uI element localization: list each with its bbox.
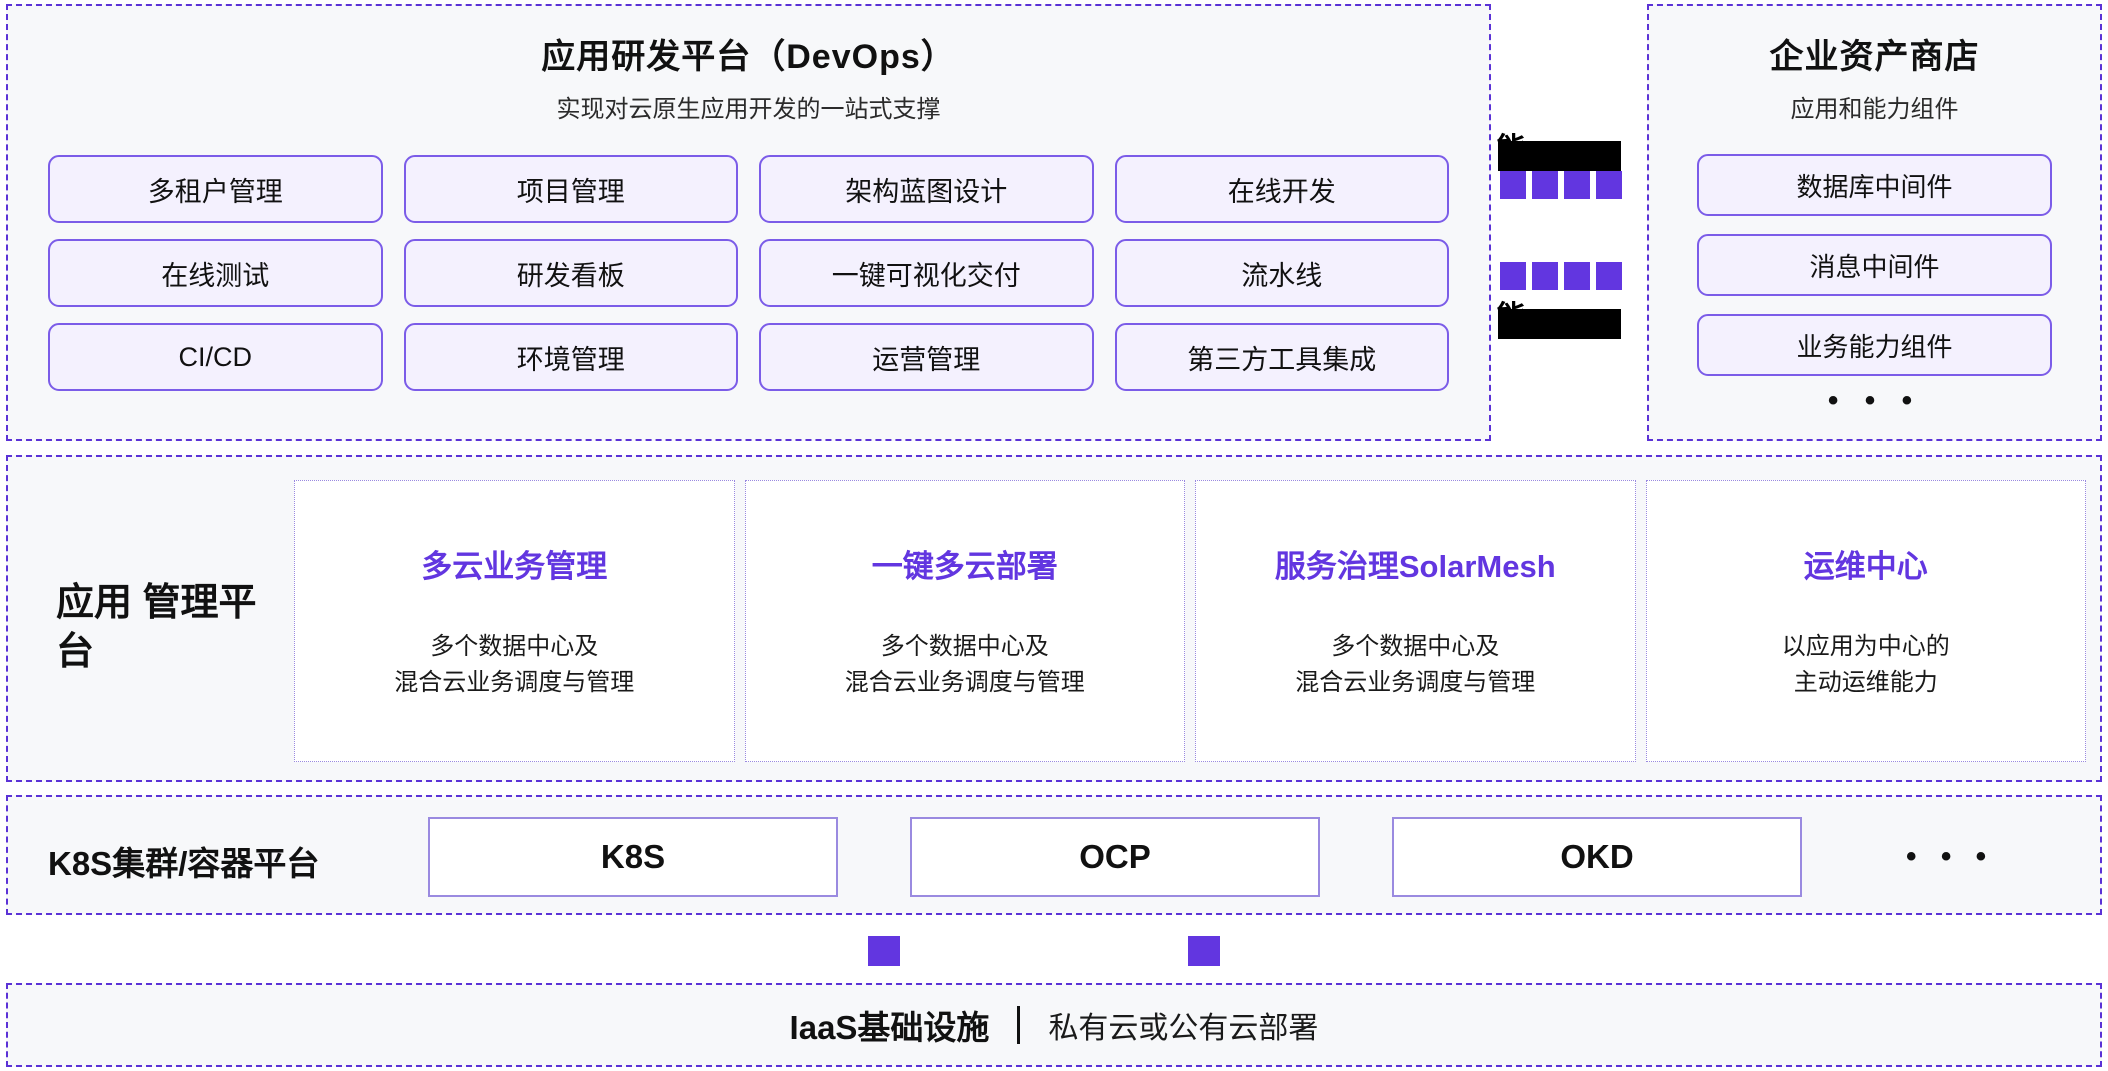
k8s-iaas-connector-group bbox=[0, 920, 2108, 975]
store-pill[interactable]: 数据库中间件 bbox=[1697, 154, 2052, 216]
k8s-box[interactable]: OKD bbox=[1392, 817, 1802, 897]
devops-pill[interactable]: 一键可视化交付 bbox=[759, 239, 1094, 307]
management-card[interactable]: 服务治理SolarMesh 多个数据中心及 混合云业务调度与管理 bbox=[1195, 480, 1636, 762]
devops-subtitle: 实现对云原生应用开发的一站式支撑 bbox=[556, 96, 941, 123]
management-card-desc: 多个数据中心及 混合云业务调度与管理 bbox=[1295, 632, 1536, 696]
connector-square bbox=[1500, 262, 1526, 290]
k8s-container-platform-panel: K8S集群/容器平台 K8S OCP OKD • • • bbox=[6, 795, 2102, 915]
devops-pill[interactable]: 研发看板 bbox=[403, 239, 738, 307]
connector-square bbox=[1188, 936, 1220, 966]
iaas-infrastructure-panel: IaaS基础设施 私有云或公有云部署 bbox=[6, 983, 2102, 1067]
iaas-inner: IaaS基础设施 私有云或公有云部署 bbox=[789, 1001, 1319, 1049]
connector-square bbox=[1532, 171, 1558, 199]
k8s-box[interactable]: K8S bbox=[428, 817, 838, 897]
k8s-platform-label: K8S集群/容器平台 bbox=[48, 845, 320, 882]
store-title: 企业资产商店 bbox=[1769, 38, 1980, 76]
management-card-title: 运维中心 bbox=[1803, 548, 1928, 584]
enterprise-asset-store-panel: 企业资产商店 应用和能力组件 数据库中间件 消息中间件 业务能力组件 • • • bbox=[1647, 4, 2102, 441]
store-pill[interactable]: 消息中间件 bbox=[1697, 234, 2052, 296]
management-card-title: 服务治理SolarMesh bbox=[1274, 548, 1556, 584]
iaas-subtitle: 私有云或公有云部署 bbox=[1048, 1012, 1319, 1045]
connector-square bbox=[1500, 171, 1526, 199]
devops-pill[interactable]: 第三方工具集成 bbox=[1114, 323, 1449, 391]
devops-pill[interactable]: 流水线 bbox=[1114, 239, 1449, 307]
store-component-list: 数据库中间件 消息中间件 业务能力组件 bbox=[1649, 154, 2100, 376]
connector-square bbox=[1596, 262, 1622, 290]
management-card-desc: 多个数据中心及 混合云业务调度与管理 bbox=[844, 632, 1085, 696]
management-card-title: 一键多云部署 bbox=[871, 548, 1058, 584]
devops-pill[interactable]: 多租户管理 bbox=[48, 155, 383, 223]
redacted-bar-top bbox=[1498, 141, 1621, 171]
k8s-box-row: K8S OCP OKD • • • bbox=[428, 817, 1994, 897]
devops-title: 应用研发平台（DevOps） bbox=[541, 38, 956, 76]
devops-capability-grid: 多租户管理 项目管理 架构蓝图设计 在线开发 在线测试 研发看板 一键可视化交付… bbox=[8, 155, 1489, 391]
management-card-desc: 多个数据中心及 混合云业务调度与管理 bbox=[394, 632, 635, 696]
connector-square bbox=[868, 936, 900, 966]
devops-pill[interactable]: 环境管理 bbox=[403, 323, 738, 391]
store-more-ellipsis: • • • bbox=[1827, 384, 1922, 417]
iaas-divider bbox=[1017, 1006, 1021, 1044]
connector-square bbox=[1532, 262, 1558, 290]
management-card[interactable]: 运维中心 以应用为中心的 主动运维能力 bbox=[1645, 480, 2086, 762]
management-card-title: 多云业务管理 bbox=[421, 548, 608, 584]
connector-square bbox=[1564, 262, 1590, 290]
connector-square-row-top bbox=[1500, 171, 1622, 199]
connector-column: 能 能 bbox=[1496, 4, 1642, 441]
devops-pill[interactable]: 项目管理 bbox=[403, 155, 738, 223]
devops-pill[interactable]: CI/CD bbox=[48, 323, 383, 391]
application-management-panel: 应用 管理平台 多云业务管理 多个数据中心及 混合云业务调度与管理 一键多云部署… bbox=[6, 455, 2102, 782]
devops-pill[interactable]: 在线测试 bbox=[48, 239, 383, 307]
connector-square-row-bottom bbox=[1500, 262, 1622, 290]
management-card[interactable]: 多云业务管理 多个数据中心及 混合云业务调度与管理 bbox=[294, 480, 735, 762]
management-platform-label: 应用 管理平台 bbox=[56, 582, 257, 673]
devops-pill[interactable]: 运营管理 bbox=[759, 323, 1094, 391]
management-card-desc: 以应用为中心的 主动运维能力 bbox=[1781, 632, 1950, 696]
k8s-box[interactable]: OCP bbox=[910, 817, 1320, 897]
devops-pill[interactable]: 在线开发 bbox=[1114, 155, 1449, 223]
connector-square bbox=[1564, 171, 1590, 199]
store-pill[interactable]: 业务能力组件 bbox=[1697, 314, 2052, 376]
management-card[interactable]: 一键多云部署 多个数据中心及 混合云业务调度与管理 bbox=[744, 480, 1185, 762]
devops-panel: 应用研发平台（DevOps） 实现对云原生应用开发的一站式支撑 多租户管理 项目… bbox=[6, 4, 1491, 441]
redacted-bar-bottom bbox=[1498, 309, 1621, 339]
management-card-row: 多云业务管理 多个数据中心及 混合云业务调度与管理 一键多云部署 多个数据中心及… bbox=[294, 480, 2086, 762]
k8s-more-ellipsis: • • • bbox=[1906, 840, 1995, 873]
devops-pill[interactable]: 架构蓝图设计 bbox=[759, 155, 1094, 223]
iaas-title: IaaS基础设施 bbox=[789, 1009, 990, 1046]
store-subtitle: 应用和能力组件 bbox=[1790, 96, 1959, 123]
connector-square bbox=[1596, 171, 1622, 199]
